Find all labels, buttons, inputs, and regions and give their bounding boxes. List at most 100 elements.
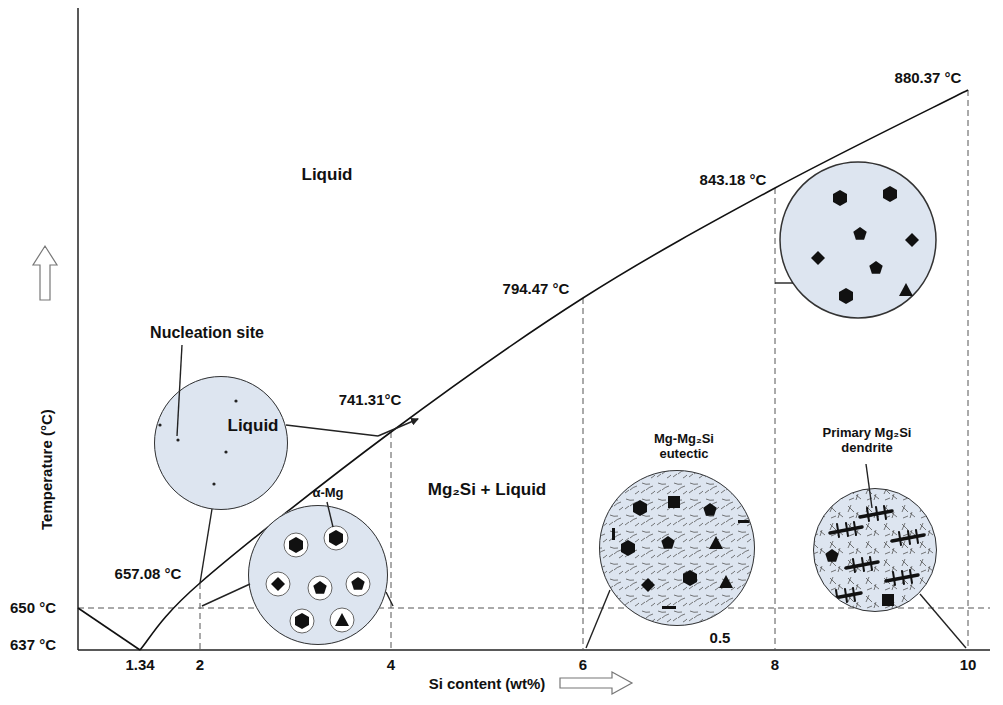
art-rect — [738, 520, 750, 523]
art-use — [883, 186, 897, 202]
art-use — [290, 609, 314, 633]
phase-label: Liquid — [228, 416, 279, 436]
art-use — [668, 496, 680, 508]
art-line — [775, 282, 793, 283]
primary-particles — [811, 186, 919, 304]
temperature-value: 880.37 °C — [895, 69, 962, 86]
art-use — [853, 227, 866, 240]
art-use — [839, 288, 853, 304]
art-line — [775, 188, 776, 650]
art-line — [77, 8, 79, 650]
alpha-mg-particles — [266, 526, 370, 633]
art-use — [641, 578, 655, 592]
eutectic-micrograph: Mg-Mg₂Si eutectic — [599, 470, 755, 626]
art-line — [968, 90, 969, 650]
art-use — [811, 251, 825, 265]
axis-value: 637 °C — [10, 636, 56, 653]
art-use — [905, 233, 919, 247]
art-circle — [176, 438, 179, 441]
art-use — [892, 530, 924, 545]
art-use — [833, 190, 847, 206]
art-use — [284, 533, 308, 557]
micrograph-fills — [154, 162, 937, 645]
art-use — [860, 506, 892, 521]
phase-label: Mg-Mg₂Si eutectic — [644, 432, 724, 462]
art-line — [583, 298, 584, 650]
art-line — [200, 583, 201, 650]
art-use — [335, 613, 349, 626]
art-use — [351, 577, 364, 590]
art-use — [829, 588, 861, 603]
art-use — [825, 549, 838, 562]
art-use — [313, 581, 326, 594]
art-circle — [212, 482, 215, 485]
phase-label: Primary Mg₂Si dendrite — [812, 426, 922, 456]
dendrite-structure — [813, 488, 937, 612]
art-line — [378, 419, 418, 436]
art-use — [683, 570, 697, 586]
axis-value: 1.34 — [125, 656, 154, 673]
art-use — [869, 261, 882, 274]
axis-value: 650 °C — [10, 599, 56, 616]
guide-lines — [78, 90, 990, 650]
art-circle — [158, 423, 161, 426]
art-line — [391, 432, 392, 650]
axis-value: 8 — [771, 656, 779, 673]
art-use — [266, 572, 290, 596]
art-use — [846, 557, 878, 572]
y-axis-arrow — [33, 246, 57, 300]
art-line — [286, 425, 378, 436]
liquid-micrograph: Nucleation siteLiquid — [154, 376, 288, 510]
temperature-value: 741.31°C — [339, 391, 402, 408]
circle-heading: Nucleation site — [150, 324, 264, 342]
art-line — [866, 464, 872, 508]
art-use — [621, 540, 635, 556]
axis-value: 4 — [387, 656, 395, 673]
art-use — [295, 613, 309, 629]
art-circle — [599, 470, 755, 626]
art-use — [324, 526, 348, 550]
art-use — [719, 575, 733, 588]
art-circle — [154, 376, 288, 510]
art-use — [289, 537, 303, 553]
art-line — [586, 590, 610, 648]
art-use — [330, 608, 354, 632]
eutectic-structure — [599, 470, 755, 626]
art-use — [308, 576, 332, 600]
art-line — [78, 649, 990, 651]
art-line — [920, 594, 966, 648]
art-line — [200, 509, 212, 583]
liquidus-curve — [140, 90, 968, 650]
art-rect — [612, 528, 615, 540]
axis-title: Temperature (°C) — [37, 410, 54, 531]
temperature-value: 657.08 °C — [115, 565, 182, 582]
art-use — [899, 283, 913, 296]
axes — [78, 8, 990, 650]
art-use — [633, 500, 647, 516]
art-use — [709, 536, 723, 549]
art-line — [202, 584, 250, 606]
art-use — [830, 522, 862, 537]
phase-label: α-Mg — [312, 486, 343, 501]
temperature-value: 843.18 °C — [700, 171, 767, 188]
art-use — [661, 536, 674, 549]
art-use — [271, 577, 285, 591]
axis-value: 2 — [196, 656, 204, 673]
region-label: Mg₂Si + Liquid — [428, 480, 547, 500]
art-use — [346, 572, 370, 596]
nucleation-dots — [158, 399, 237, 485]
temperature-value: 794.47 °C — [503, 280, 570, 297]
x-axis-arrow — [560, 672, 632, 694]
art-line — [177, 345, 182, 436]
art-use — [703, 503, 716, 516]
art-use — [882, 594, 894, 606]
art-rect — [662, 606, 676, 609]
leader-lines — [177, 283, 966, 648]
art-circle — [224, 450, 227, 453]
axis-value: 10 — [960, 656, 977, 673]
art-use — [886, 570, 918, 585]
art-circle — [813, 488, 937, 612]
axis-title: Si content (wt%) — [429, 675, 546, 692]
